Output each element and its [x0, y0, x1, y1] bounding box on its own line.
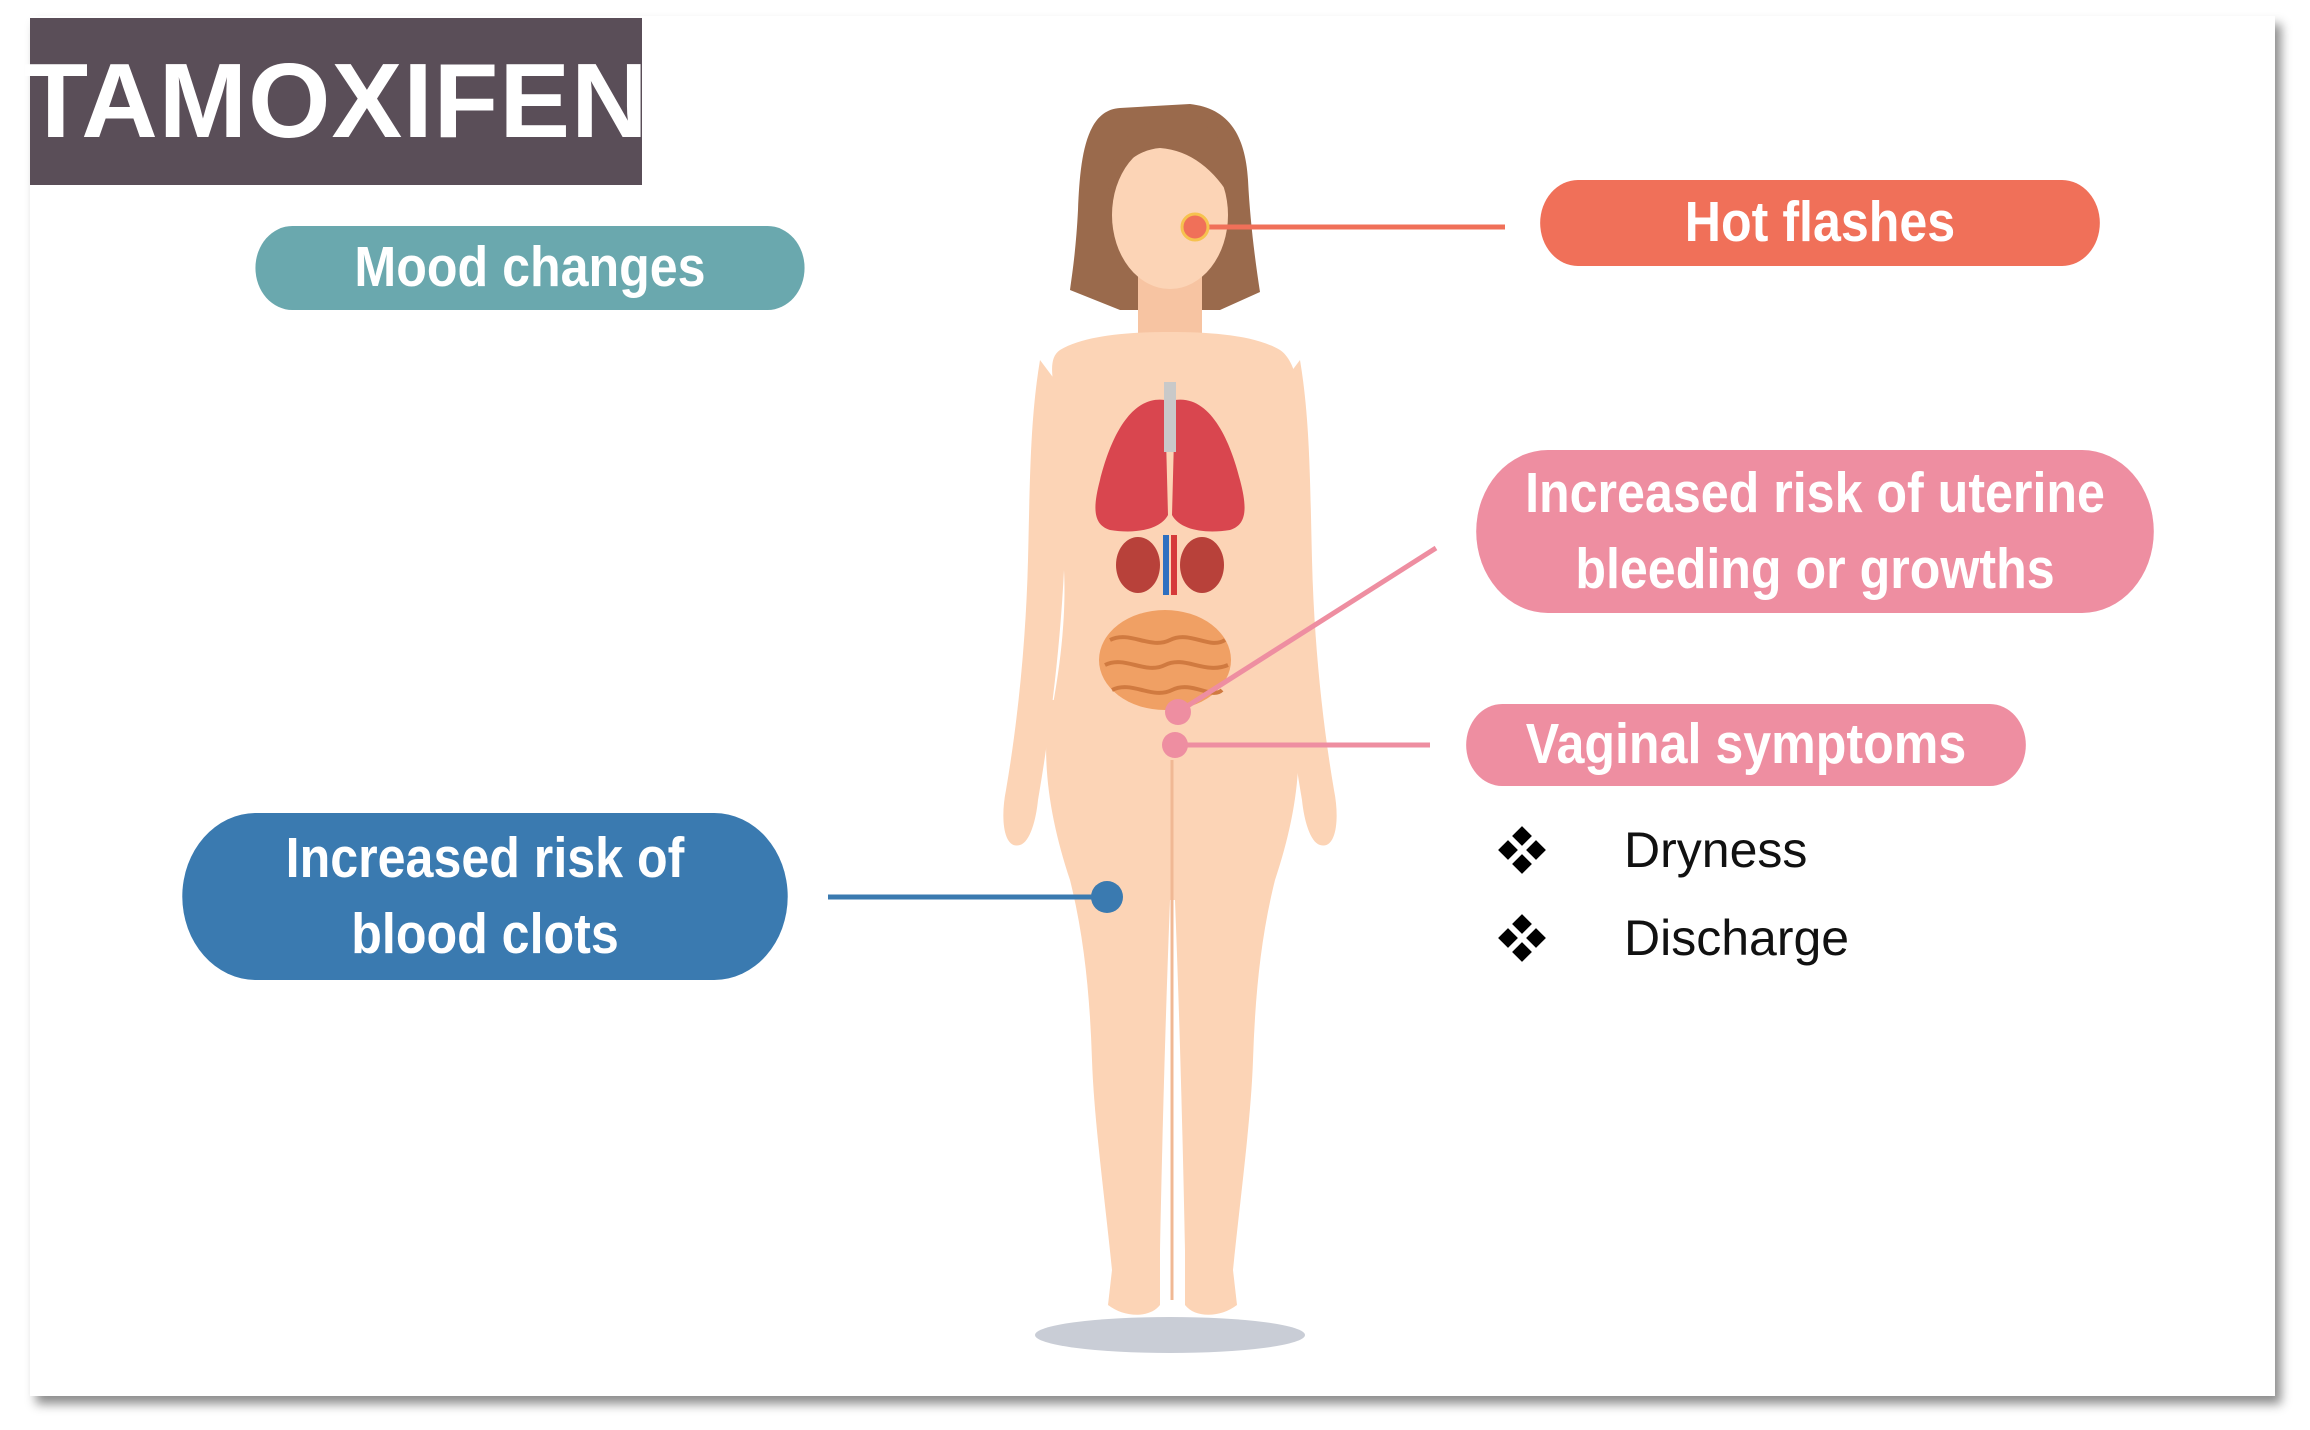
symptom-discharge: Discharge — [1624, 910, 1850, 966]
list-item: Discharge — [1498, 894, 1850, 982]
uterine-text-line1: Increased risk of uterine — [1525, 461, 2105, 526]
symptom-dryness: Dryness — [1624, 822, 1808, 878]
vaginal-text: Vaginal symptoms — [1525, 712, 1967, 777]
page-title: TAMOXIFEN — [23, 18, 648, 185]
clots-text-line2: blood clots — [351, 901, 619, 966]
clots-text-line1: Increased risk of — [285, 826, 685, 891]
mood-text: Mood changes — [354, 235, 706, 300]
title-text: TAMOXIFEN — [23, 42, 649, 160]
hot-text: Hot flashes — [1684, 190, 1956, 255]
uterine-connector — [1176, 545, 1438, 715]
list-item: Dryness — [1498, 806, 1849, 894]
diamond-bullet-icon — [1498, 914, 1546, 962]
uterine-risk-label: Increased risk of uterine bleeding or gr… — [1476, 450, 2154, 613]
vaginal-marker — [1162, 732, 1188, 758]
clots-marker — [1091, 881, 1123, 913]
hot-marker — [1180, 212, 1210, 242]
uterine-marker — [1165, 699, 1191, 725]
mood-changes-label: Mood changes — [255, 226, 805, 310]
ground-shadow — [1035, 1317, 1305, 1353]
uterine-text-line2: bleeding or growths — [1575, 536, 2055, 601]
hot-flashes-label: Hot flashes — [1540, 180, 2100, 266]
vaginal-symptoms-label: Vaginal symptoms — [1466, 704, 2026, 786]
vaginal-symptoms-list: Dryness Discharge — [1498, 806, 1850, 982]
blood-clots-label: Increased risk of blood clots — [182, 813, 788, 980]
diamond-bullet-icon — [1498, 826, 1546, 874]
woman-body-illustration — [1003, 104, 1337, 1315]
